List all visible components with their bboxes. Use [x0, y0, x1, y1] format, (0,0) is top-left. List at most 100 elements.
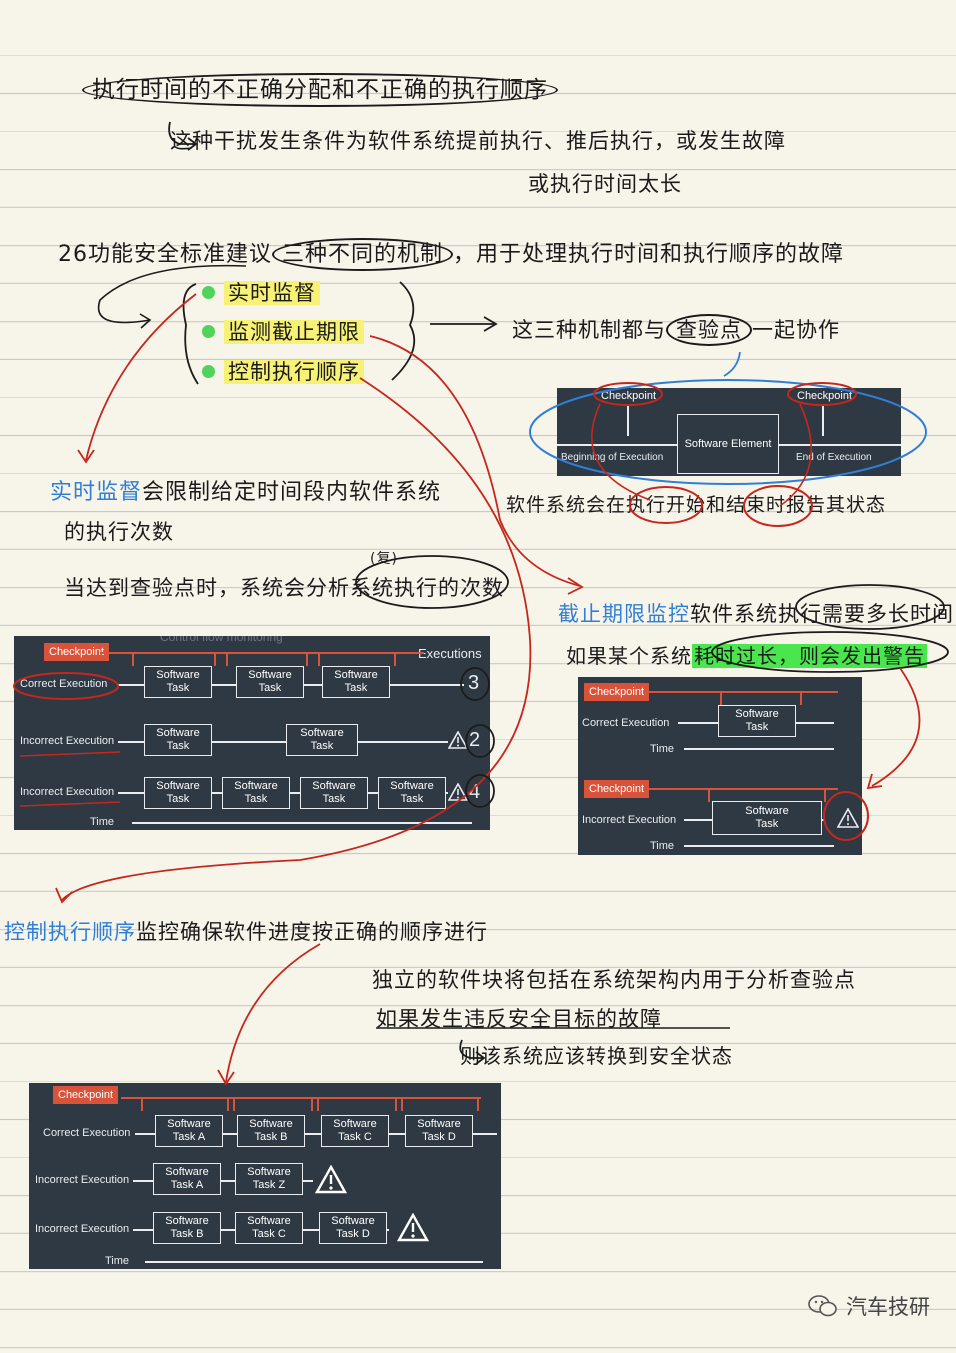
deadline-top-time-axis: [684, 748, 834, 750]
deadline-top-label: Correct Execution: [582, 717, 670, 729]
realtime-watermark: Control flow monitoring: [160, 636, 283, 644]
deadline-bottom-red-bar: [644, 788, 838, 790]
deadline-warning-icon: [837, 808, 859, 828]
order-row3-warning-icon: [397, 1213, 429, 1242]
bullet-3: 控制执行顺序: [224, 356, 364, 386]
realtime-row1-task: Software Task: [144, 666, 212, 698]
note-title-text: 执行时间的不正确分配和不正确的执行顺序: [82, 73, 558, 107]
order-row3-task: Software Task D: [319, 1212, 387, 1244]
element-arrow-left: [627, 406, 629, 436]
order-line1: 控制执行顺序监控确保软件进度按正确的顺序进行: [4, 916, 488, 946]
right-brace: [391, 281, 416, 381]
order-term: 控制执行顺序: [4, 920, 136, 944]
realtime-row2-task: Software Task: [286, 724, 358, 756]
order-row2-task: Software Task Z: [235, 1163, 303, 1195]
element-line-right: [777, 444, 901, 446]
deadline-line2: 如果某个系统耗时过长，则会发出警告: [566, 640, 927, 669]
brand-logo-text: 汽车技研: [846, 1295, 930, 1319]
realtime-line3: 当达到查验点时，系统会分析系统执行的次数: [64, 576, 504, 600]
deadline-top-red-bar: [644, 691, 838, 693]
order-row2-warning-icon: [315, 1165, 347, 1194]
left-brace: [182, 283, 199, 385]
deadline-top-tick: [800, 691, 802, 705]
note-line1: 这种干扰发生条件为软件系统提前执行、推后执行，或发生故障: [170, 129, 786, 153]
deadline-bottom-time-label: Time: [650, 840, 675, 852]
realtime-row1-task: Software Task: [236, 666, 304, 698]
bullet-2: 监测截止期限: [224, 316, 364, 346]
note-title: 执行时间的不正确分配和不正确的执行顺序: [82, 70, 558, 107]
order-red-bar: [121, 1097, 481, 1099]
order-desc1: 监控确保软件进度按正确的顺序进行: [136, 920, 488, 944]
deadline-top-task: Software Task: [718, 705, 796, 737]
element-arrow-right: [822, 406, 824, 436]
bullet-1-text: 实时监督: [224, 281, 320, 305]
order-tick: [401, 1097, 403, 1111]
deadline-top-time-label: Time: [650, 743, 675, 755]
realtime-tick: [214, 652, 216, 666]
order-line3: 如果发生违反安全目标的故障: [376, 1007, 662, 1031]
deadline-desc1: 软件系统执行需要多长时间: [690, 602, 954, 626]
standard-prefix: 26功能安全标准建议: [58, 242, 272, 267]
realtime-red-bar: [100, 652, 424, 654]
order-row3-label: Incorrect Execution: [35, 1223, 130, 1235]
realtime-time-axis: [132, 822, 472, 824]
order-checkpoint: Checkpoint: [53, 1086, 119, 1104]
deadline-bottom-time-axis: [684, 845, 834, 847]
deadline-bottom-task: Software Task: [712, 801, 822, 835]
element-diagram: Checkpoint Checkpoint Software Element B…: [557, 388, 901, 476]
order-row1-task: Software Task A: [155, 1115, 223, 1147]
realtime-row3-task: Software Task: [144, 777, 212, 809]
realtime-annot: (复): [370, 551, 398, 567]
standard-circled: 三种不同的机制: [272, 238, 454, 271]
realtime-tick: [306, 652, 308, 666]
realtime-row3-task: Software Task: [300, 777, 368, 809]
element-center-box: Software Element: [677, 414, 779, 474]
order-row1-line: [135, 1133, 497, 1135]
red-arrow: [369, 335, 581, 587]
element-begin-label: Beginning of Execution: [561, 452, 664, 463]
realtime-row2-label: Incorrect Execution: [20, 735, 115, 747]
note-line2: 或执行时间太长: [528, 172, 682, 196]
order-diagram: Checkpoint Correct Execution Software Ta…: [29, 1083, 501, 1269]
note-standard: 26功能安全标准建议三种不同的机制，用于处理执行时间和执行顺序的故障: [58, 236, 845, 271]
order-tick: [395, 1097, 397, 1111]
realtime-term: 实时监督: [50, 480, 143, 505]
deadline-top-checkpoint: Checkpoint: [584, 683, 650, 701]
deadline-line1: 截止期限监控软件系统执行需要多长时间: [558, 598, 954, 628]
realtime-tick: [132, 652, 134, 666]
order-row2-line: [133, 1180, 313, 1182]
bullets-note-circled: 查验点: [666, 314, 752, 346]
order-line2: 独立的软件块将包括在系统架构内用于分析查验点: [372, 968, 856, 992]
realtime-executions-label: Executions: [418, 646, 482, 661]
element-line-left: [557, 444, 677, 446]
deadline-bottom-label: Incorrect Execution: [582, 814, 677, 826]
deadline-bottom-tick: [824, 788, 826, 802]
realtime-row3-warning-icon: [448, 783, 468, 801]
realtime-line1: 实时监督会限制给定时间段内软件系统: [50, 474, 441, 506]
realtime-tick: [394, 652, 396, 666]
bullet-1: 实时监督: [224, 277, 320, 307]
deadline-bottom-checkpoint: Checkpoint: [584, 780, 650, 798]
element-checkpoint-right: Checkpoint: [797, 390, 853, 402]
realtime-row3-task: Software Task: [222, 777, 290, 809]
order-tick: [317, 1097, 319, 1111]
deadline-desc2-a: 如果某个系统: [566, 644, 692, 668]
realtime-row2-count: 2: [469, 729, 481, 751]
order-row2-task: Software Task A: [153, 1163, 221, 1195]
realtime-row3-label: Incorrect Execution: [20, 786, 115, 798]
realtime-time-label: Time: [90, 816, 115, 828]
order-row1-label: Correct Execution: [43, 1127, 131, 1139]
realtime-line2: 的执行次数: [64, 520, 174, 544]
realtime-row3-count: 4: [469, 781, 481, 803]
order-row1-task: Software Task D: [405, 1115, 473, 1147]
order-row3-task: Software Task B: [153, 1212, 221, 1244]
element-end-label: End of Execution: [796, 452, 872, 463]
order-line4: 则该系统应该转换到安全状态: [460, 1044, 733, 1068]
order-tick: [233, 1097, 235, 1111]
bullet-dot-3: [202, 365, 215, 378]
standard-suffix: ，用于处理执行时间和执行顺序的故障: [453, 242, 845, 267]
deadline-term: 截止期限监控: [558, 602, 690, 626]
order-tick: [311, 1097, 313, 1111]
bullet-2-text: 监测截止期限: [224, 320, 364, 344]
deadline-top-tick: [720, 691, 722, 705]
